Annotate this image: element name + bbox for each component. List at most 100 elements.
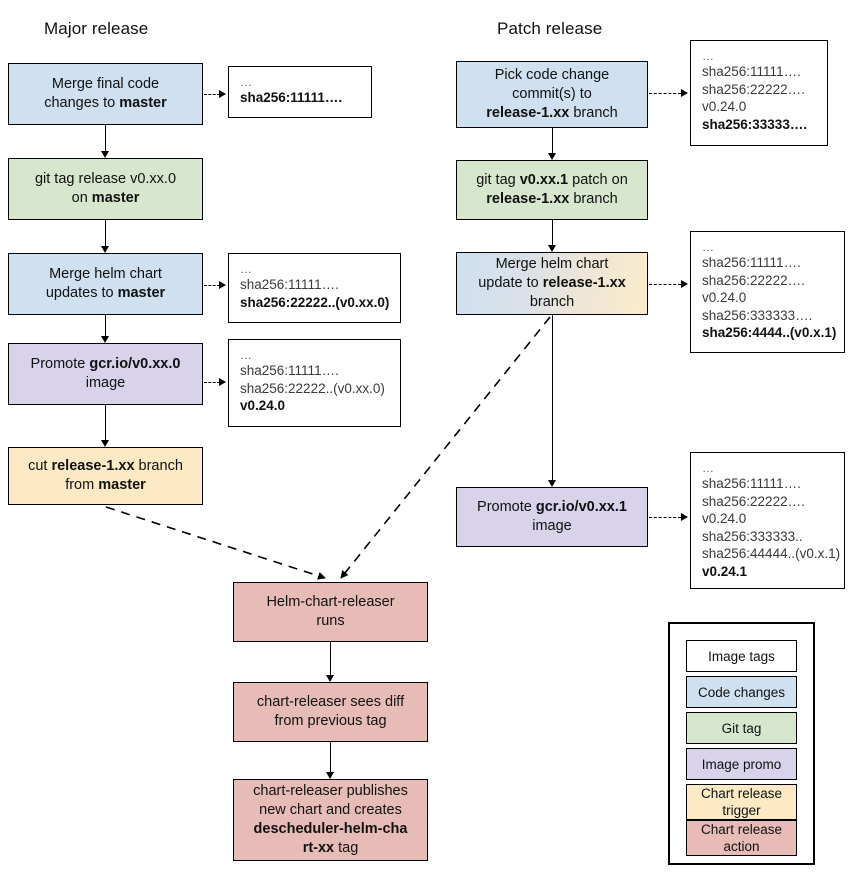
connector-merge-helm-branch-to-promote-1 — [552, 315, 553, 480]
arrowhead-pick-to-git-tag-patch — [547, 153, 556, 160]
arrowhead-diff-to-publishes — [325, 772, 334, 779]
legend-item-image-promo: Image promo — [686, 748, 797, 780]
legend-item-chart-release-action: Chart release action — [686, 820, 797, 856]
tag-line: sha256:22222…. — [702, 272, 805, 288]
tag-line: sha256:44444..(v0.x.1) — [702, 546, 841, 561]
connector-promote-to-cut-branch — [105, 405, 106, 440]
connector-diff-to-publishes — [330, 742, 331, 772]
legend-item-git-tag: Git tag — [686, 712, 797, 744]
legend-label-image-promo: Image promo — [701, 756, 782, 772]
tag-box-after-promote-image-0: …sha256:11111…. sha256:22222..(v0.xx.0) v0… — [228, 339, 401, 427]
arrowhead-promote-to-cut-branch — [100, 440, 109, 447]
tag-line: … — [702, 461, 716, 475]
arrowhead-promote-1-to-tags — [681, 512, 688, 521]
tag-line: sha256:11111…. — [702, 255, 801, 270]
arrowhead-pick-code-to-tags — [681, 88, 688, 97]
tag-line: sha256:11111…. — [240, 90, 343, 105]
connector-pick-to-git-tag-patch — [552, 128, 553, 153]
tag-line: sha256:22222..(v0.xx.0) — [240, 380, 385, 396]
arrowhead-merge-final-to-git-tag — [100, 151, 109, 158]
legend-item-code-changes: Code changes — [686, 676, 797, 708]
column-title-major-release: Major release — [44, 19, 149, 38]
tag-line: v0.24.0 — [702, 99, 747, 114]
connector-merge-helm-to-promote — [105, 315, 106, 336]
arrowhead-merge-helm-master-to-tags — [219, 280, 226, 289]
tag-line: sha256:11111…. — [702, 476, 801, 491]
tag-line: … — [702, 240, 716, 254]
legend-label-git-tag: Git tag — [721, 720, 762, 736]
column-title-patch-release: Patch release — [497, 19, 603, 38]
arrowhead-merge-helm-to-promote — [100, 336, 109, 343]
tag-line: … — [240, 262, 254, 276]
legend-label-chart-release-trigger: Chart release trigger — [700, 786, 783, 818]
dash-promote-0-to-tags — [204, 382, 220, 383]
tag-line: sha256:22222…. — [702, 493, 805, 509]
arrowhead-merge-helm-branch-to-tags — [681, 279, 688, 288]
tag-line: sha256:11111…. — [702, 64, 801, 79]
tag-line: … — [240, 348, 254, 362]
tag-line: sha256:333333…. — [702, 307, 813, 323]
legend-item-image-tags: Image tags — [686, 640, 797, 672]
arrowhead-git-tag-patch-to-merge-helm-branch — [547, 245, 556, 252]
legend-label-code-changes: Code changes — [697, 684, 786, 700]
dash-pick-code-to-tags — [649, 93, 681, 94]
tag-line: sha256:22222..(v0.xx.0) — [240, 294, 390, 310]
tag-line: sha256:4444..(v0.x.1) — [702, 325, 837, 340]
tag-line: v0.24.0 — [240, 398, 286, 413]
tag-box-after-merge-final-code: …sha256:11111…. — [228, 66, 372, 118]
arrowhead-releaser-runs-to-diff — [325, 675, 334, 682]
tag-box-after-promote-image-1: …sha256:11111…. sha256:22222…. v0.24.0 sha2… — [690, 452, 845, 589]
tag-line: sha256:33333…. — [702, 116, 808, 132]
legend-label-image-tags: Image tags — [708, 648, 775, 664]
connector-git-tag-patch-to-merge-helm-branch — [552, 220, 553, 245]
dash-merge-helm-branch-to-tags — [649, 284, 681, 285]
legend-label-chart-release-action: Chart release action — [700, 822, 783, 854]
tag-line: sha256:333333.. — [702, 528, 803, 544]
tag-line: … — [240, 75, 254, 89]
connector-merge-final-to-git-tag — [105, 125, 106, 151]
trigger-arrow-from-cut-release-branch — [105, 506, 326, 580]
dash-promote-1-to-tags — [649, 517, 681, 518]
tag-box-after-merge-helm-master: …sha256:11111…. sha256:22222..(v0.xx.0) — [228, 253, 401, 323]
tag-line: sha256:11111…. — [240, 277, 339, 292]
legend-item-chart-release-trigger: Chart release trigger — [686, 784, 797, 820]
arrowhead-merge-final-to-tags — [219, 89, 226, 98]
tag-box-after-merge-helm-branch: …sha256:11111…. sha256:22222…. v0.24.0 sha2… — [690, 231, 845, 353]
connector-releaser-runs-to-diff — [330, 642, 331, 675]
dash-merge-helm-master-to-tags — [204, 285, 220, 286]
dash-merge-final-to-tags — [204, 94, 220, 95]
arrowhead-merge-helm-branch-to-promote-1 — [547, 480, 556, 487]
tag-line: v0.24.0 — [702, 511, 747, 526]
arrowhead-git-tag-to-merge-helm — [100, 246, 109, 253]
tag-line: v0.24.1 — [702, 563, 748, 579]
tag-line: v0.24.0 — [702, 290, 747, 305]
tag-line: sha256:11111…. — [240, 363, 339, 378]
tag-line: sha256:22222…. — [702, 81, 805, 97]
